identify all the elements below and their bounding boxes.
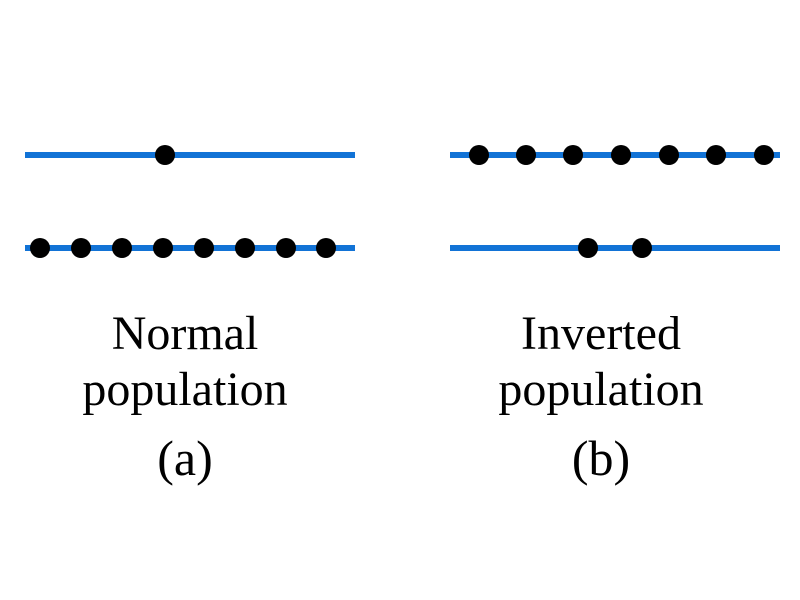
upper-level-particle (754, 145, 774, 165)
lower-energy-level (450, 245, 780, 251)
caption-line-1: Inverted (521, 307, 681, 360)
panel-normal-population: Normal population (a) (0, 0, 370, 600)
caption-line-2: population (82, 363, 288, 416)
caption-line-2: population (498, 363, 704, 416)
lower-level-particle (194, 238, 214, 258)
lower-level-particle (316, 238, 336, 258)
panel-inverted-population: Inverted population (b) (430, 0, 800, 600)
upper-level-particle (469, 145, 489, 165)
upper-energy-level (25, 152, 355, 158)
lower-level-particle (153, 238, 173, 258)
panel-tag: (a) (157, 430, 213, 486)
lower-level-particle (30, 238, 50, 258)
upper-level-particle (516, 145, 536, 165)
lower-level-particle (112, 238, 132, 258)
lower-energy-level (25, 245, 355, 251)
upper-level-particle (155, 145, 175, 165)
lower-level-particle (276, 238, 296, 258)
lower-level-particle (632, 238, 652, 258)
lower-level-particle (235, 238, 255, 258)
upper-level-particle (611, 145, 631, 165)
panel-tag: (b) (571, 430, 631, 486)
upper-level-particle (706, 145, 726, 165)
upper-level-particle (563, 145, 583, 165)
caption-line-1: Normal (111, 307, 259, 360)
lower-level-particle (578, 238, 598, 258)
lower-level-particle (71, 238, 91, 258)
upper-level-particle (659, 145, 679, 165)
